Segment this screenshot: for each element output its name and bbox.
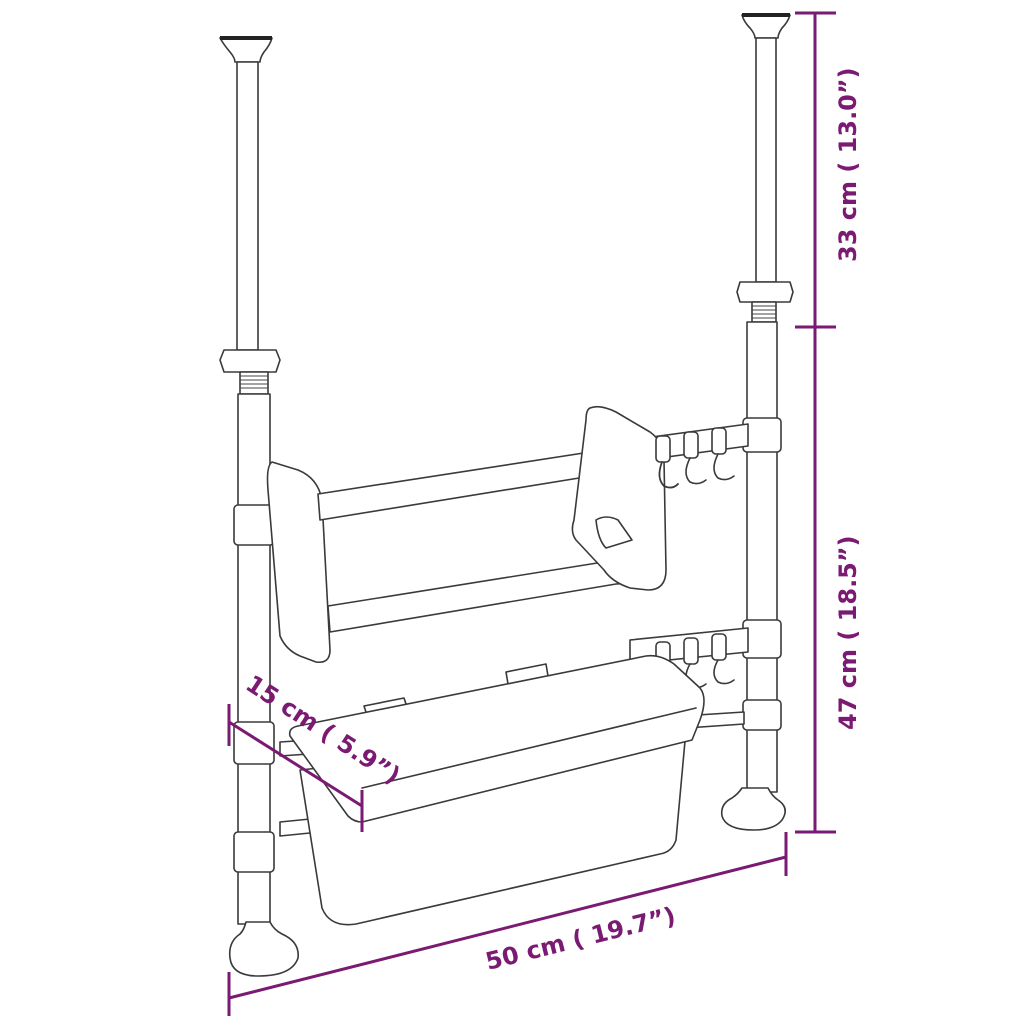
dimension-label-50cm: 50 cm ( 19.7”) xyxy=(483,902,679,976)
right-bracket-plate xyxy=(571,405,667,591)
left-bracket-plate xyxy=(266,461,331,664)
basket xyxy=(279,654,745,926)
right-foot xyxy=(720,787,786,831)
right-top-cap xyxy=(741,14,791,39)
right-pole xyxy=(720,13,794,831)
dimension-lower-height: 47 cm ( 18.5”) xyxy=(795,327,862,834)
dimension-top-extension: 33 cm ( 13.0”) xyxy=(795,11,862,329)
towel-holder xyxy=(266,405,749,693)
towel-rod-lower xyxy=(327,559,631,633)
left-adjust-nut xyxy=(219,349,281,373)
dimension-label-33cm: 33 cm ( 13.0”) xyxy=(834,67,862,262)
left-foot xyxy=(228,921,299,977)
dimension-label-47cm: 47 cm ( 18.5”) xyxy=(834,535,862,730)
left-top-cap xyxy=(219,37,273,63)
right-adjust-nut xyxy=(736,281,794,303)
